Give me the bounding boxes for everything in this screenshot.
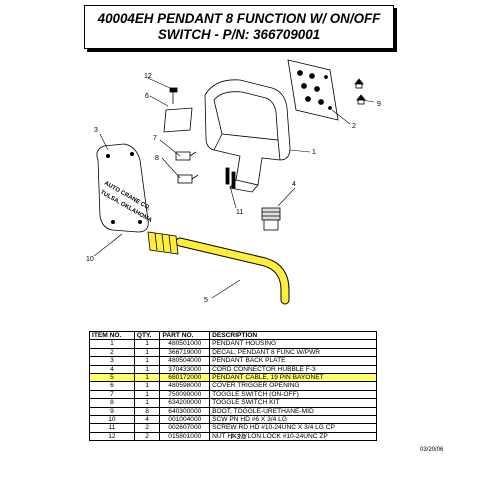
- pendant-housing: [204, 79, 291, 193]
- callout-5: 5: [204, 297, 208, 304]
- desc-cell: SCW PN HD #6 X 3/4 LG: [209, 415, 377, 425]
- part-cell: 370433000: [159, 364, 211, 375]
- toggle-switches: [175, 151, 199, 184]
- desc-cell: PENDANT BACK PLATE: [209, 356, 377, 366]
- desc-cell: PENDANT CABLE, 19 PIN BAYONET: [209, 373, 377, 383]
- desc-cell: TOGGLE SWITCH (ON-OFF): [209, 389, 377, 400]
- part-cell: 480501000: [159, 339, 211, 349]
- qty-cell: 4: [133, 415, 161, 425]
- item-cell: 2: [89, 347, 135, 358]
- toggle-boot-icons: [354, 78, 366, 105]
- item-cell: 4: [89, 364, 135, 375]
- header-item-no: ITEM NO.: [89, 330, 135, 341]
- callout-labels: 1 2 3 4 5 6 7 8 9 10 11 12: [86, 73, 381, 304]
- part-cell: 001004000: [159, 415, 211, 425]
- leader-lines: [93, 77, 375, 299]
- title-line-1: 40004EH PENDANT 8 FUNCTION W/ ON/OFF: [97, 11, 381, 26]
- callout-4: 4: [292, 181, 296, 188]
- item-cell: 10: [89, 415, 135, 425]
- qty-cell: 1: [133, 339, 161, 349]
- part-cell: 015801000: [159, 431, 211, 442]
- desc-cell: BOOT, TOGGLE-URETHANE-MID: [209, 406, 377, 417]
- item-cell: 9: [89, 406, 135, 417]
- desc-cell: PENDANT HOUSING: [209, 339, 377, 349]
- small-hardware: [163, 87, 236, 189]
- table-header-row: ITEM NO. QTY. PART NO. DESCRIPTION: [89, 330, 377, 341]
- header-description: DESCRIPTION: [209, 330, 377, 341]
- decal-plate: [287, 59, 339, 121]
- callout-7: 7: [153, 135, 157, 142]
- part-cell: 002607000: [159, 423, 211, 433]
- qty-cell: 8: [133, 406, 161, 417]
- header-qty: QTY.: [133, 330, 161, 341]
- page-number: 7-3.1: [230, 434, 246, 441]
- qty-cell: 1: [133, 373, 161, 383]
- header-part-no: PART NO.: [159, 330, 211, 341]
- screw-10: [111, 233, 123, 243]
- part-cell: 366719000: [159, 347, 211, 358]
- item-cell: 8: [89, 398, 135, 408]
- qty-cell: 1: [133, 381, 161, 391]
- callout-8: 8: [155, 155, 159, 162]
- callout-1: 1: [312, 149, 316, 156]
- part-cell: 480504000: [159, 356, 211, 366]
- desc-cell: NUT HX NYLON LOCK #10-24UNC ZP: [209, 431, 377, 442]
- title-box: 40004EH PENDANT 8 FUNCTION W/ ON/OFF SWI…: [84, 5, 394, 49]
- title-line-2: SWITCH - P/N: 366709001: [157, 27, 321, 42]
- part-cell: 480598000: [159, 381, 211, 391]
- item-cell: 11: [89, 423, 135, 433]
- item-cell: 1: [89, 339, 135, 349]
- qty-cell: 1: [133, 347, 161, 358]
- qty-cell: 1: [133, 389, 161, 400]
- qty-cell: 1: [133, 398, 161, 408]
- callout-9: 9: [377, 101, 381, 108]
- callout-10: 10: [86, 256, 94, 263]
- exploded-diagram: AUTO CRANE CO. TULSA, OKLAHOMA 1 2 3: [86, 59, 381, 305]
- item-cell: 3: [89, 356, 135, 366]
- item-cell: 7: [89, 389, 135, 400]
- back-plate: AUTO CRANE CO. TULSA, OKLAHOMA: [96, 143, 153, 233]
- callout-6: 6: [145, 93, 149, 100]
- part-cell: 680172000: [159, 373, 211, 383]
- desc-cell: CORD CONNECTOR HUBBLE F-3: [209, 364, 377, 375]
- qty-cell: 2: [133, 423, 161, 433]
- callout-3: 3: [94, 127, 98, 134]
- cord-connector: [261, 207, 281, 231]
- part-cell: 634200000: [159, 398, 211, 408]
- item-cell: 5: [89, 373, 135, 383]
- revision-date: 03/20/06: [420, 447, 444, 453]
- part-cell: 640300000: [159, 406, 211, 417]
- desc-cell: COVER TRIGGER OPENING: [209, 381, 377, 391]
- part-cell: 750090000: [159, 389, 211, 400]
- qty-cell: 1: [133, 364, 161, 375]
- callout-12: 12: [144, 73, 152, 80]
- pendant-cable: [147, 231, 290, 305]
- callout-2: 2: [352, 123, 356, 130]
- qty-cell: 1: [133, 356, 161, 366]
- desc-cell: SCREW RD HD #10-24UNC X 3/4 LG CP: [209, 423, 377, 433]
- desc-cell: TOGGLE SWITCH KIT: [209, 398, 377, 408]
- item-cell: 6: [89, 381, 135, 391]
- qty-cell: 2: [133, 431, 161, 442]
- callout-11: 11: [236, 209, 243, 216]
- item-cell: 12: [89, 431, 135, 442]
- desc-cell: DECAL, PENDANT 8 FUNC W/PWR: [209, 347, 377, 358]
